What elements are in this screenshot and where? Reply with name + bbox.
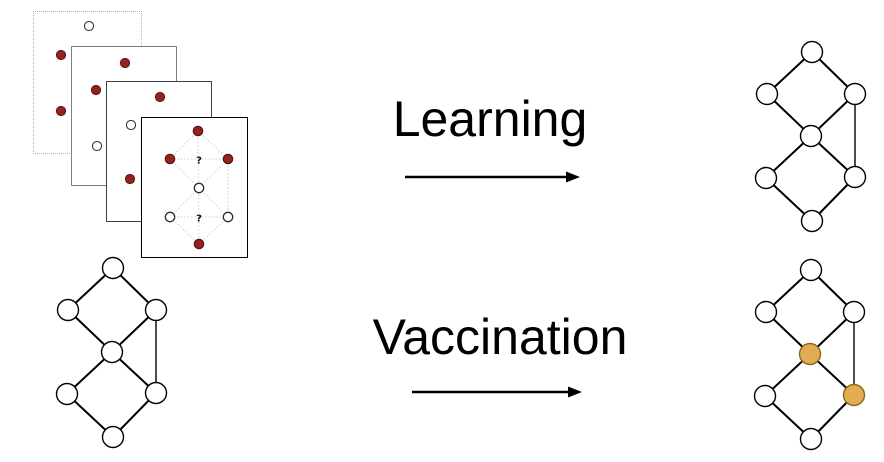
infected-node-dot [56,50,66,60]
susceptible-graph-node [193,182,205,194]
graph-node [799,258,823,282]
vaccinated-graph [753,258,866,451]
learning-arrow-icon [405,171,580,183]
graph-node [799,427,823,451]
infected-node-dot [56,106,66,116]
learning-label: Learning [392,91,588,147]
graph-node [56,298,80,322]
susceptible-graph-node [164,211,176,223]
graph-node [144,298,168,322]
vaccinated-graph-node [798,342,822,366]
graph-node [100,340,124,364]
learning-arrow-head [566,171,580,183]
uncertain-edge [169,158,200,189]
infected-graph-node [193,238,205,250]
uncertain-edge [197,130,229,160]
graph-node [754,166,778,190]
input-graph [55,256,168,449]
infected-graph-node [164,153,176,165]
uncertain-edge [169,216,200,245]
graph-node [842,300,866,324]
uncertain-edge [169,187,200,218]
learned-graph [754,40,867,233]
uncertain-edge [198,187,229,218]
infected-graph-node [192,125,204,137]
graph-node [753,384,777,408]
graph-node [754,300,778,324]
graph-node [800,40,824,64]
susceptible-node-dot [92,141,102,151]
graph-node [799,124,823,148]
unknown-edge-mark: ? [196,214,202,225]
infected-graph-node [222,153,234,165]
susceptible-node-dot [84,21,94,31]
uncertain-edge [198,216,229,245]
graph-node [755,82,779,106]
vaccination-arrow-head [568,386,582,398]
cascade-card-4: ?? [141,117,248,258]
vaccination-label: Vaccination [372,309,628,365]
graph-node [55,382,79,406]
susceptible-node-dot [126,120,136,130]
uncertain-edge [169,130,199,160]
infected-node-dot [120,58,130,68]
unknown-edge-mark: ? [196,156,202,167]
susceptible-graph-node [222,211,234,223]
graph-node [101,256,125,280]
uncertain-graph: ?? [164,125,234,250]
vaccinated-graph-node [842,383,866,407]
vaccination-arrow-icon [412,386,582,398]
infected-node-dot [155,92,165,102]
graph-node [101,425,125,449]
graph-node [843,165,867,189]
graph-node [144,381,168,405]
graph-node [843,82,867,106]
infected-node-dot [125,174,135,184]
uncertain-edge [198,158,229,189]
infected-node-dot [91,85,101,95]
graph-node [800,209,824,233]
